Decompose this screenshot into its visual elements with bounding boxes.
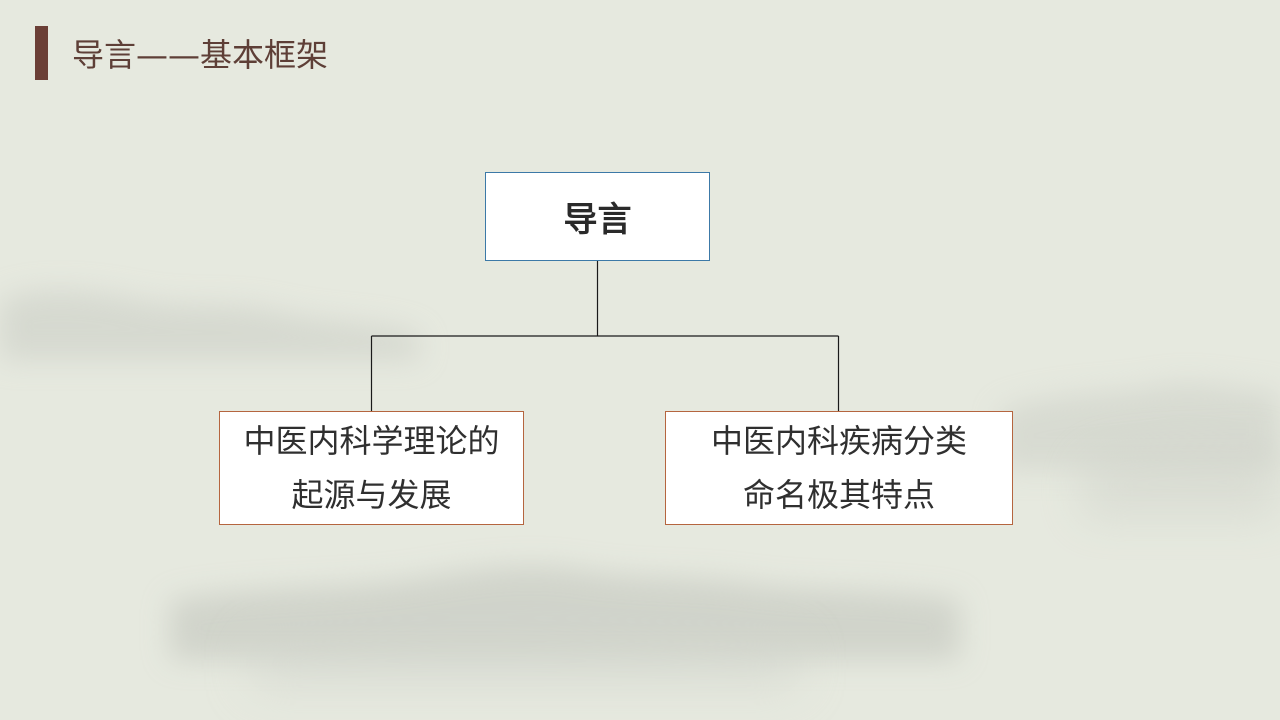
diagram-root-label: 导言 bbox=[563, 200, 632, 240]
diagram-child-label: 中医内科疾病分类 命名极其特点 bbox=[710, 422, 967, 514]
mist-bottom-shape bbox=[250, 630, 800, 690]
diagram-child-node-classification[interactable]: 中医内科疾病分类 命名极其特点 bbox=[665, 411, 1013, 525]
diagram-child-node-origin[interactable]: 中医内科学理论的 起源与发展 bbox=[219, 411, 524, 525]
mountain-left-shape bbox=[0, 290, 420, 360]
diagram-child-label: 中医内科学理论的 起源与发展 bbox=[243, 422, 500, 514]
slide-title: 导言——基本框架 bbox=[72, 36, 329, 74]
mountain-right-lower-shape bbox=[1080, 440, 1280, 520]
diagram-root-node[interactable]: 导言 bbox=[485, 172, 710, 261]
title-accent-bar bbox=[35, 26, 48, 80]
